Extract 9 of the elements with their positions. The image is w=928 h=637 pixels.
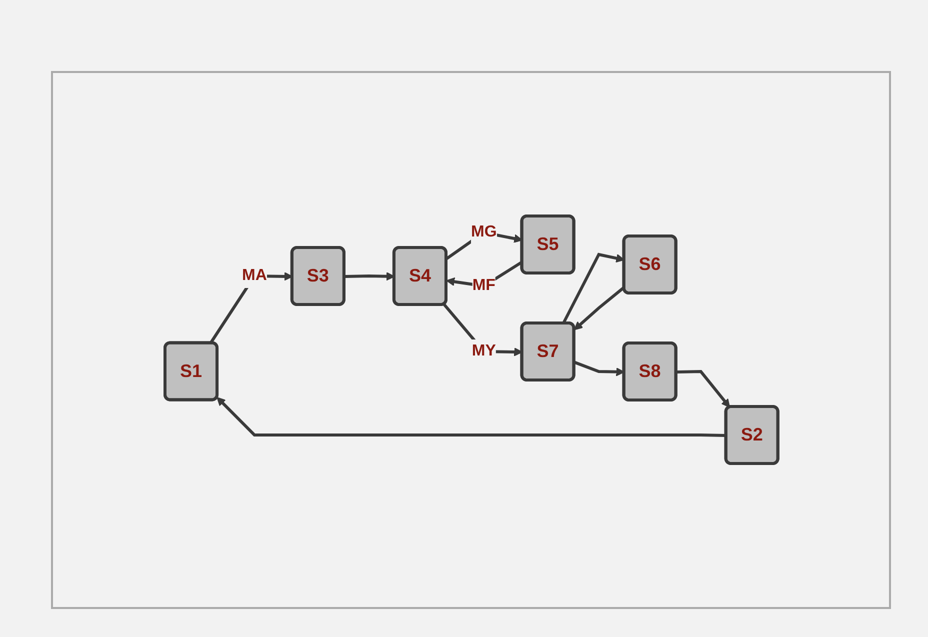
arrow xyxy=(344,272,394,281)
arrow xyxy=(676,370,730,408)
arrow xyxy=(573,286,625,330)
diagram-frame: MA MG MF MY S1 S2 S3 S4 S5 S6 S7 S8 xyxy=(51,71,891,609)
edge-label: MA xyxy=(242,267,266,284)
arrow xyxy=(216,397,726,438)
edge-label: MG xyxy=(470,224,496,241)
edge-label: MF xyxy=(472,277,495,294)
edge-label: MY xyxy=(471,342,496,360)
